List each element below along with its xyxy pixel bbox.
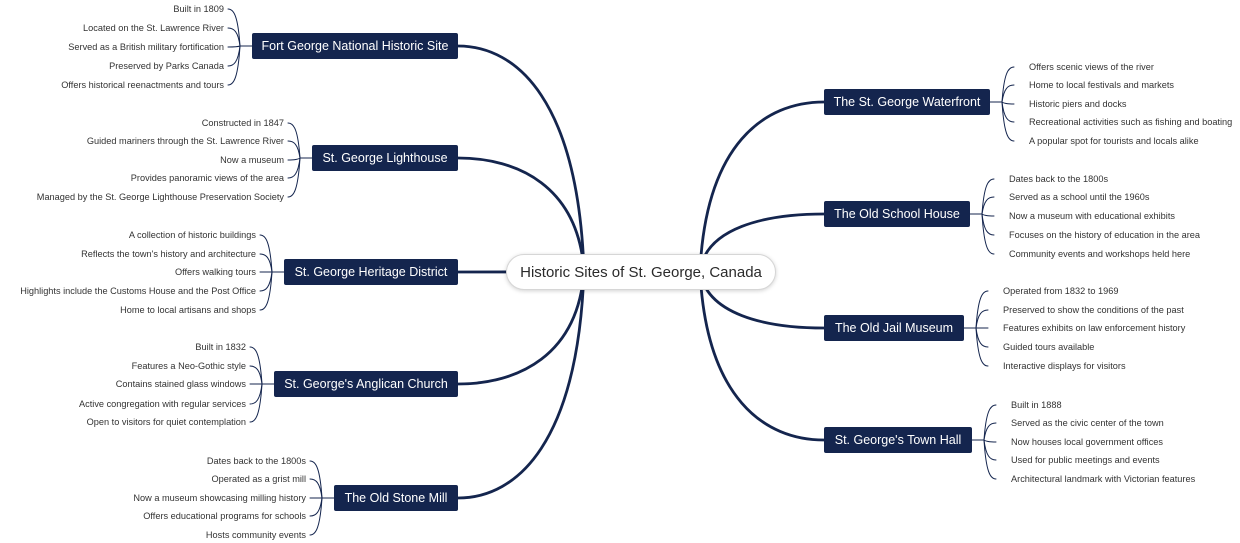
trunk-connector — [698, 100, 826, 273]
topic-right-2[interactable]: The Old School House — [824, 201, 970, 227]
subtopic[interactable]: Focuses on the history of education in t… — [1009, 230, 1201, 240]
subtopic[interactable]: Constructed in 1847 — [201, 118, 284, 128]
leaf-connector — [1001, 84, 1015, 103]
subtopic[interactable]: Now a museum with educational exhibits — [1009, 211, 1175, 221]
subtopic[interactable]: Contains stained glass windows — [115, 379, 246, 389]
subtopic[interactable]: A collection of historic buildings — [128, 230, 256, 240]
topic-left-3[interactable]: St. George Heritage District — [284, 259, 458, 285]
subtopic[interactable]: Reflects the town's history and architec… — [81, 249, 256, 259]
topic-left-5[interactable]: The Old Stone Mill — [334, 485, 458, 511]
subtopic[interactable]: A popular spot for tourists and locals a… — [1029, 136, 1199, 146]
subtopic[interactable]: Guided tours available — [1003, 342, 1095, 352]
subtopic[interactable]: Architectural landmark with Victorian fe… — [1011, 474, 1196, 484]
subtopic[interactable]: Now a museum — [220, 155, 284, 165]
leaf-connector — [309, 497, 323, 536]
subtopic[interactable]: Preserved to show the conditions of the … — [1003, 305, 1184, 315]
leaf-connector — [287, 122, 301, 159]
leaf-connector — [983, 439, 997, 443]
subtopic[interactable]: Built in 1832 — [195, 342, 246, 352]
subtopic[interactable]: Offers historical reenactments and tours — [61, 80, 224, 90]
topic-left-1[interactable]: Fort George National Historic Site — [252, 33, 458, 59]
subtopic[interactable]: Offers walking tours — [174, 267, 256, 277]
leaf-connector — [983, 439, 997, 480]
subtopic[interactable]: Home to local artisans and shops — [120, 305, 256, 315]
subtopic[interactable]: Built in 1809 — [173, 4, 224, 14]
subtopic[interactable]: Features exhibits on law enforcement his… — [1003, 323, 1186, 333]
subtopic[interactable]: Now a museum showcasing milling history — [133, 493, 306, 503]
leaf-connector — [975, 290, 989, 329]
subtopic[interactable]: Open to visitors for quiet contemplation — [86, 417, 246, 427]
subtopic[interactable]: Used for public meetings and events — [1011, 455, 1160, 465]
leaf-connector — [259, 253, 273, 273]
subtopic[interactable]: Hosts community events — [205, 530, 306, 540]
leaf-connector — [309, 460, 323, 499]
subtopic[interactable]: Managed by the St. George Lighthouse Pre… — [36, 192, 284, 202]
subtopic[interactable]: Features a Neo-Gothic style — [131, 361, 246, 371]
leaf-connector — [975, 309, 989, 329]
leaf-connector — [227, 27, 241, 47]
leaf-connector — [309, 478, 323, 499]
topic-right-3[interactable]: The Old Jail Museum — [824, 315, 964, 341]
leaf-connector — [287, 140, 301, 159]
leaf-connector — [975, 327, 989, 367]
subtopic[interactable]: Dates back to the 1800s — [206, 456, 306, 466]
leaf-connector — [227, 45, 241, 48]
topic-right-4[interactable]: St. George's Town Hall — [824, 427, 972, 453]
subtopic[interactable]: Served as a school until the 1960s — [1009, 192, 1150, 202]
leaf-connector — [981, 213, 995, 217]
leaf-connector — [1001, 101, 1015, 142]
leaf-connector — [249, 365, 263, 385]
subtopic[interactable]: Provides panoramic views of the area — [130, 173, 284, 183]
subtopic[interactable]: Served as the civic center of the town — [1011, 418, 1164, 428]
leaf-connector — [227, 45, 241, 86]
leaf-connector — [287, 157, 301, 161]
leaf-connector — [981, 213, 995, 255]
subtopic[interactable]: Offers educational programs for schools — [143, 511, 306, 521]
subtopic[interactable]: Highlights include the Customs House and… — [20, 286, 256, 296]
topic-left-4[interactable]: St. George's Anglican Church — [274, 371, 458, 397]
leaf-connector — [249, 346, 263, 385]
leaf-connector — [249, 383, 263, 423]
leaf-connector — [259, 271, 273, 311]
trunk-connector — [456, 44, 586, 273]
subtopic[interactable]: Located on the St. Lawrence River — [83, 23, 224, 33]
subtopic[interactable]: Dates back to the 1800s — [1009, 174, 1109, 184]
subtopic[interactable]: Built in 1888 — [1011, 400, 1062, 410]
subtopic[interactable]: Preserved by Parks Canada — [109, 61, 224, 71]
subtopic[interactable]: Home to local festivals and markets — [1029, 80, 1175, 90]
trunk-connector — [456, 269, 586, 386]
trunk-connector — [698, 269, 826, 442]
subtopic[interactable]: Recreational activities such as fishing … — [1029, 117, 1233, 127]
leaf-connector — [287, 157, 301, 198]
leaf-connector — [1001, 101, 1015, 105]
topic-right-1[interactable]: The St. George Waterfront — [824, 89, 990, 115]
subtopic[interactable]: Historic piers and docks — [1029, 99, 1127, 109]
subtopic[interactable]: Now houses local government offices — [1011, 437, 1164, 447]
leaf-connector — [259, 234, 273, 273]
trunk-connector — [456, 156, 586, 273]
central-topic[interactable]: Historic Sites of St. George, Canada — [506, 254, 776, 290]
subtopic[interactable]: Active congregation with regular service… — [79, 399, 246, 409]
topic-left-2[interactable]: St. George Lighthouse — [312, 145, 458, 171]
subtopic[interactable]: Community events and workshops held here — [1009, 249, 1191, 259]
leaf-connector — [981, 196, 995, 215]
subtopic[interactable]: Interactive displays for visitors — [1003, 361, 1126, 371]
leaf-connector — [983, 404, 997, 441]
leaf-connector — [981, 178, 995, 215]
subtopic[interactable]: Guided mariners through the St. Lawrence… — [86, 136, 284, 146]
leaf-connector — [983, 422, 997, 441]
subtopic[interactable]: Operated as a grist mill — [211, 474, 306, 484]
trunk-connector — [456, 269, 586, 500]
subtopic[interactable]: Operated from 1832 to 1969 — [1003, 286, 1119, 296]
subtopic[interactable]: Offers scenic views of the river — [1029, 62, 1154, 72]
leaf-connector — [1001, 66, 1015, 103]
leaf-connector — [227, 8, 241, 47]
subtopic[interactable]: Served as a British military fortificati… — [68, 42, 224, 52]
